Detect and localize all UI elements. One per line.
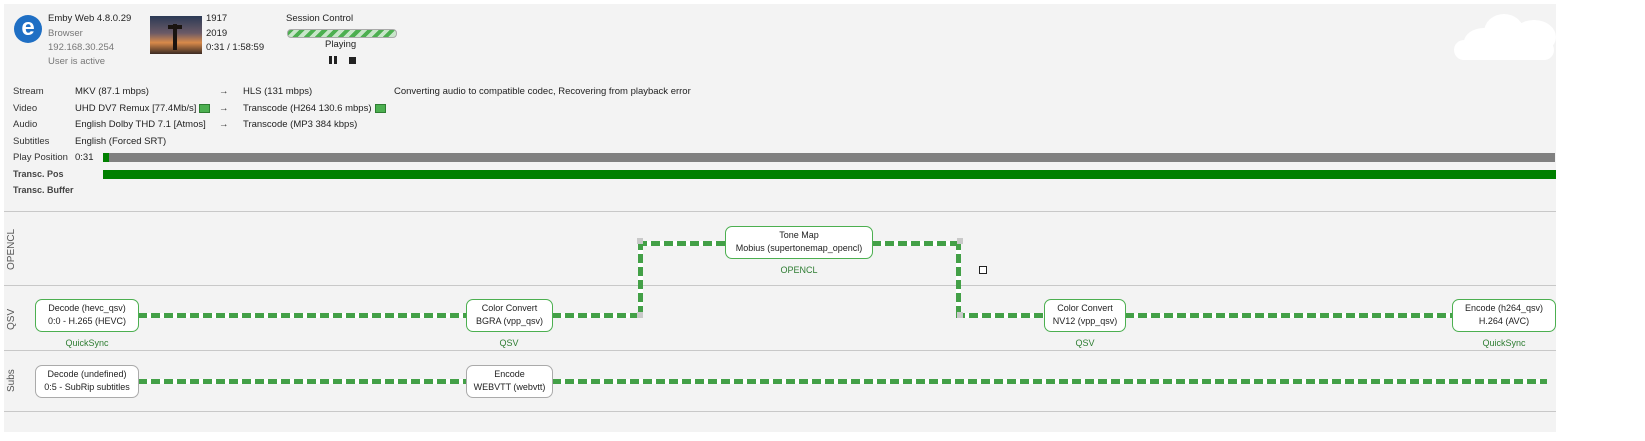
media-year: 2019	[206, 28, 228, 39]
emby-browser-logo-icon: e	[14, 15, 42, 43]
pipeline-connector	[1125, 313, 1453, 318]
pipeline-connector	[638, 241, 726, 246]
node-title: Encode	[494, 369, 525, 379]
video-source: UHD DV7 Remux [77.4Mb/s]	[75, 103, 197, 114]
stream-source: MKV (87.1 mbps)	[75, 86, 149, 97]
audio-source: English Dolby THD 7.1 [Atmos]	[75, 119, 206, 130]
transcode-position-bar	[103, 170, 1556, 179]
session-panel: e Emby Web 4.8.0.29 Browser 192.168.30.2…	[4, 4, 1556, 432]
stream-arrow: →	[219, 86, 229, 97]
decode-subs-node[interactable]: Decode (undefined) 0:5 - SubRip subtitle…	[35, 365, 139, 398]
client-app-name: Emby Web 4.8.0.29	[48, 13, 132, 24]
node-detail: WEBVTT (webvtt)	[473, 382, 546, 392]
play-position-label: Play Position	[13, 152, 68, 163]
video-target: Transcode (H264 130.6 mbps)	[243, 103, 372, 114]
audio-label: Audio	[13, 119, 38, 130]
hardware-badge-icon	[374, 103, 386, 113]
subtitles-label: Subtitles	[13, 136, 50, 147]
stop-icon[interactable]	[349, 57, 356, 64]
pipeline-connector	[638, 241, 643, 318]
client-type: Browser	[48, 28, 83, 39]
transc-buffer-label: Transc. Buffer	[13, 185, 74, 195]
lane-label-qsv: QSV	[6, 308, 17, 330]
lane-divider	[4, 411, 1556, 412]
lane-label-subs: Subs	[6, 369, 17, 393]
color-convert-nv12-node[interactable]: Color Convert NV12 (vpp_qsv)	[1044, 299, 1126, 332]
node-title: Encode (h264_qsv)	[1464, 303, 1544, 313]
encode-video-tag: QuickSync	[1482, 338, 1526, 348]
session-progress-bar	[287, 29, 397, 38]
subtitles-source: English (Forced SRT)	[75, 136, 167, 147]
hardware-badge-icon	[199, 103, 211, 113]
decode-video-node[interactable]: Decode (hevc_qsv) 0:0 - H.265 (HEVC)	[35, 299, 139, 332]
node-detail: H.264 (AVC)	[1478, 316, 1530, 326]
encode-video-node[interactable]: Encode (h264_qsv) H.264 (AVC)	[1452, 299, 1556, 332]
video-source-row: UHD DV7 Remux [77.4Mb/s]	[75, 103, 211, 114]
connector-corner	[957, 312, 963, 318]
color-convert-bgra-tag: QSV	[499, 338, 519, 348]
session-control-heading: Session Control	[286, 13, 354, 24]
audio-target: Transcode (MP3 384 kbps)	[243, 119, 358, 130]
node-title: Color Convert	[1057, 303, 1113, 313]
connector-corner	[637, 238, 643, 244]
audio-arrow: →	[219, 119, 229, 130]
play-position-bar[interactable]	[103, 153, 1555, 162]
pipeline-connector	[872, 241, 961, 246]
encode-subs-node[interactable]: Encode WEBVTT (webvtt)	[466, 365, 553, 398]
playback-state: Playing	[325, 39, 357, 50]
thumbnail-tower-base	[173, 24, 177, 50]
decode-video-tag: QuickSync	[65, 338, 109, 348]
node-detail: 0:0 - H.265 (HEVC)	[47, 316, 127, 326]
pipeline-connector	[552, 379, 1547, 384]
node-detail: Mobius (supertonemap_opencl)	[735, 243, 863, 253]
lane-divider	[4, 211, 1556, 212]
media-time: 0:31 / 1:58:59	[206, 42, 265, 53]
media-thumbnail[interactable]	[150, 16, 202, 54]
lane-divider	[4, 350, 1556, 351]
client-activity: User is active	[48, 56, 106, 67]
pipeline-connector	[138, 313, 468, 318]
stream-note: Converting audio to compatible codec, Re…	[394, 86, 691, 97]
pipeline-connector	[552, 313, 638, 318]
node-title: Decode (hevc_qsv)	[48, 303, 126, 313]
tone-map-tag: OPENCL	[780, 265, 818, 275]
client-ip: 192.168.30.254	[48, 42, 115, 53]
node-detail: BGRA (vpp_qsv)	[475, 316, 544, 326]
media-title: 1917	[206, 13, 228, 24]
transc-pos-label: Transc. Pos	[13, 169, 64, 179]
stream-target: HLS (131 mbps)	[243, 86, 313, 97]
transcode-position-fill	[103, 170, 1556, 179]
play-position-fill	[103, 153, 109, 162]
node-title: Color Convert	[481, 303, 538, 313]
lane-divider	[4, 285, 1556, 286]
video-label: Video	[13, 103, 38, 114]
pipeline-connector	[956, 313, 1044, 318]
play-position-value: 0:31	[75, 152, 94, 163]
node-title: Tone Map	[779, 230, 819, 240]
color-convert-bgra-node[interactable]: Color Convert BGRA (vpp_qsv)	[466, 299, 553, 332]
node-title: Decode (undefined)	[47, 369, 127, 379]
lane-label-opencl: OPENCL	[6, 228, 17, 270]
video-target-row: Transcode (H264 130.6 mbps)	[243, 103, 386, 114]
stream-label: Stream	[13, 86, 44, 97]
video-arrow: →	[219, 103, 229, 114]
pipeline-connector	[138, 379, 468, 384]
pipeline-connector	[956, 241, 961, 318]
node-detail: 0:5 - SubRip subtitles	[44, 382, 130, 392]
connector-corner	[637, 312, 643, 318]
node-detail: NV12 (vpp_qsv)	[1052, 316, 1118, 326]
connector-corner	[957, 238, 963, 244]
selection-handle[interactable]	[979, 266, 987, 274]
cloud-decoration	[1454, 8, 1566, 62]
pause-icon[interactable]	[329, 56, 337, 64]
color-convert-nv12-tag: QSV	[1075, 338, 1095, 348]
tone-map-node[interactable]: Tone Map Mobius (supertonemap_opencl)	[725, 226, 873, 259]
